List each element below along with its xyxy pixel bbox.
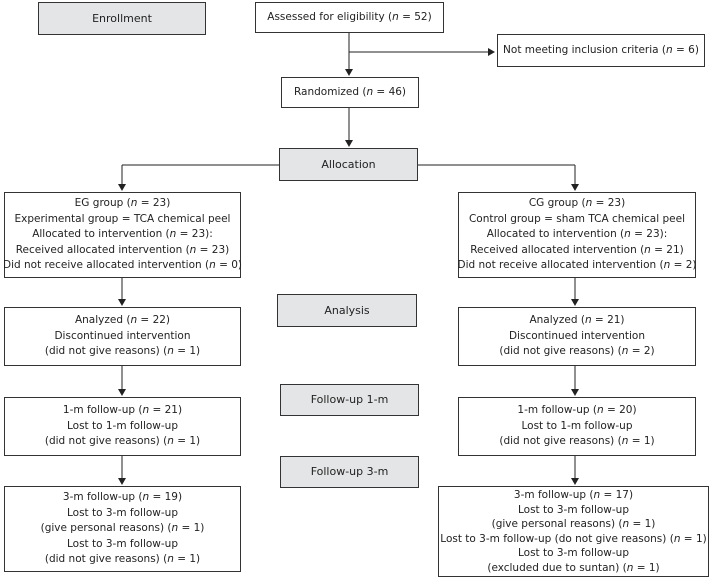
stage-analysis: Analysis (277, 294, 417, 327)
stage-allocation: Allocation (279, 148, 418, 181)
cg-analysis-line: Discontinued intervention (508, 329, 646, 342)
cg-followup-3m-line: Lost to 3-m follow-up (do not give reaso… (440, 532, 707, 545)
stage-followup-3m: Follow-up 3-m (280, 456, 419, 488)
cg-allocation-box: CG group (n = 23) Control group = sham TC… (457, 192, 697, 278)
stage-allocation-label: Allocation (321, 157, 376, 171)
eg-allocation-line: Allocated to intervention (n = 23): (32, 228, 213, 241)
exclusion-text: Not meeting inclusion criteria (n = 6) (503, 43, 699, 56)
exclusion-box: Not meeting inclusion criteria (n = 6) (497, 34, 705, 67)
cg-followup-1m-line: 1-m follow-up (n = 20) (517, 404, 637, 417)
cg-analysis-box: Analyzed (n = 21) Discontinued interventi… (458, 307, 696, 366)
eg-allocation-line: Experimental group = TCA chemical peel (14, 212, 231, 225)
cg-followup-3m-box: 3-m follow-up (n = 17) Lost to 3-m follow… (438, 486, 709, 577)
stage-followup-1m-label: Follow-up 1-m (310, 393, 389, 407)
cg-followup-3m-line: 3-m follow-up (n = 17) (513, 489, 634, 501)
eg-analysis-line: Analyzed (n = 22) (74, 314, 171, 327)
stage-enrollment: Enrollment (38, 2, 206, 35)
stage-followup-1m: Follow-up 1-m (280, 384, 419, 416)
eg-followup-3m-line: Lost to 3-m follow-up (66, 537, 178, 550)
eg-allocation-line: Received allocated intervention (n = 23) (15, 243, 230, 256)
eg-followup-3m-box: 3-m follow-up (n = 19) Lost to 3-m follow… (4, 486, 241, 572)
eg-followup-3m-line: (give personal reasons) (n = 1) (40, 522, 205, 535)
cg-analysis-line: Analyzed (n = 21) (529, 314, 625, 327)
eg-followup-1m-line: (did not give reasons) (n = 1) (44, 435, 201, 448)
cg-followup-1m-line: Lost to 1-m follow-up (521, 419, 633, 432)
eg-analysis-line: (did not give reasons) (n = 1) (44, 345, 201, 358)
stage-followup-3m-label: Follow-up 3-m (310, 465, 389, 479)
eg-allocation-line: Did not receive allocated intervention (… (3, 259, 242, 272)
eligibility-text: Assessed for eligibility (n = 52) (267, 10, 432, 23)
stage-analysis-label: Analysis (324, 303, 370, 317)
cg-followup-3m-line: Lost to 3-m follow-up (517, 503, 629, 516)
cg-followup-1m-box: 1-m follow-up (n = 20) Lost to 1-m follow… (458, 397, 696, 456)
eg-allocation-box: EG group (n = 23) Experimental group = TC… (3, 192, 242, 278)
eg-followup-1m-line: Lost to 1-m follow-up (66, 419, 178, 432)
eg-followup-3m-line: (did not give reasons) (n = 1) (44, 553, 201, 566)
eg-followup-3m-line: 3-m follow-up (n = 19) (62, 491, 183, 504)
cg-followup-1m-line: (did not give reasons) (n = 1) (499, 435, 655, 448)
cg-followup-3m-line: (excluded due to suntan) (n = 1) (487, 561, 660, 574)
cg-analysis-line: (did not give reasons) (n = 2) (499, 345, 655, 358)
cg-allocation-line: Received allocated intervention (n = 21) (470, 243, 684, 256)
eg-allocation-line: EG group (n = 23) (74, 197, 171, 210)
randomized-text: Randomized (n = 46) (293, 85, 407, 98)
eg-analysis-box: Analyzed (n = 22) Discontinued interventi… (4, 307, 241, 366)
eligibility-box: Assessed for eligibility (n = 52) (255, 2, 444, 33)
cg-followup-3m-line: (give personal reasons) (n = 1) (491, 518, 656, 530)
cg-allocation-line: CG group (n = 23) (528, 197, 626, 210)
eg-analysis-line: Discontinued intervention (54, 329, 191, 342)
eg-followup-3m-line: Lost to 3-m follow-up (66, 506, 178, 519)
cg-allocation-line: Did not receive allocated intervention (… (457, 259, 697, 272)
cg-allocation-line: Allocated to intervention (n = 23): (486, 228, 668, 241)
stage-enrollment-label: Enrollment (92, 11, 152, 25)
cg-allocation-line: Control group = sham TCA chemical peel (468, 212, 686, 225)
eg-followup-1m-line: 1-m follow-up (n = 21) (62, 404, 183, 417)
eg-followup-1m-box: 1-m follow-up (n = 21) Lost to 1-m follow… (4, 397, 241, 456)
randomized-box: Randomized (n = 46) (281, 77, 419, 108)
cg-followup-3m-line: Lost to 3-m follow-up (517, 547, 629, 559)
